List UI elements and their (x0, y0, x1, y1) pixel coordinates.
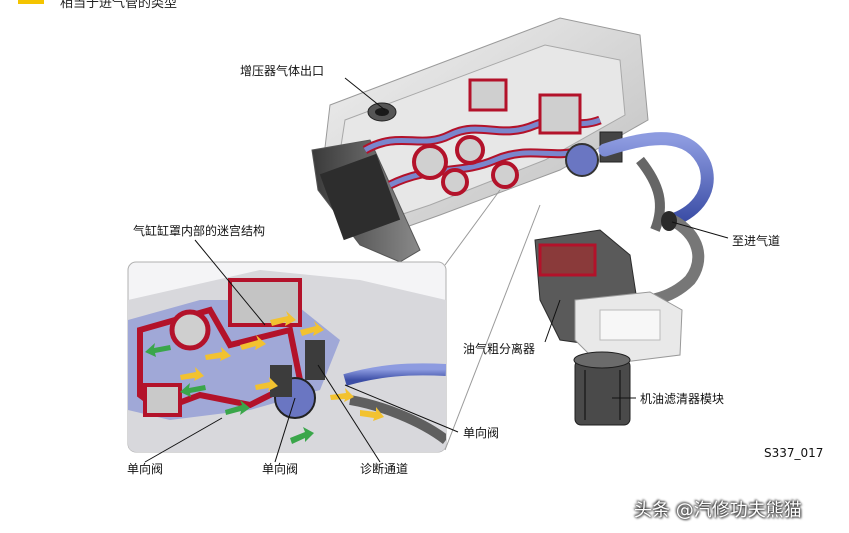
leader-diagnostic-channel (317, 364, 381, 463)
header-accent-bar (18, 0, 44, 4)
label-oil-filter-module: 机油滤清器模块 (640, 392, 725, 406)
zoom-connector (444, 189, 541, 451)
leader-check-valve-left (144, 417, 223, 463)
label-labyrinth-structure: 气缸缸罩内部的迷宫结构 (133, 224, 266, 238)
leader-check-valve-right (344, 384, 459, 433)
leader-oil-separator (544, 299, 561, 343)
oil-separator-module (534, 229, 683, 366)
label-check-valve-left: 单向阀 (127, 462, 164, 476)
leader-turbo-outlet (344, 77, 386, 111)
leader-labyrinth (194, 239, 266, 326)
leader-lines (144, 77, 729, 463)
watermark: 头条 @汽修功夫熊猫 (634, 500, 802, 521)
leader-check-valve-mid (274, 397, 296, 463)
label-check-valve-right: 单向阀 (463, 426, 500, 440)
cylinder-head-cover (311, 17, 649, 263)
label-oil-separator: 油气粗分离器 (463, 342, 536, 356)
label-check-valve-mid: 单向阀 (262, 462, 299, 476)
label-turbo-gas-outlet: 增压器气体出口 (240, 64, 325, 78)
label-to-intake-duct: 至进气道 (732, 234, 781, 248)
figure-id: S337_017 (764, 446, 824, 460)
header-text: 相当于进气管的类型 (60, 0, 178, 11)
inset-detail (127, 261, 447, 453)
label-diagnostic-channel: 诊断通道 (360, 462, 409, 476)
leader-to-intake (671, 221, 729, 239)
oil-filter-housing (573, 351, 631, 426)
